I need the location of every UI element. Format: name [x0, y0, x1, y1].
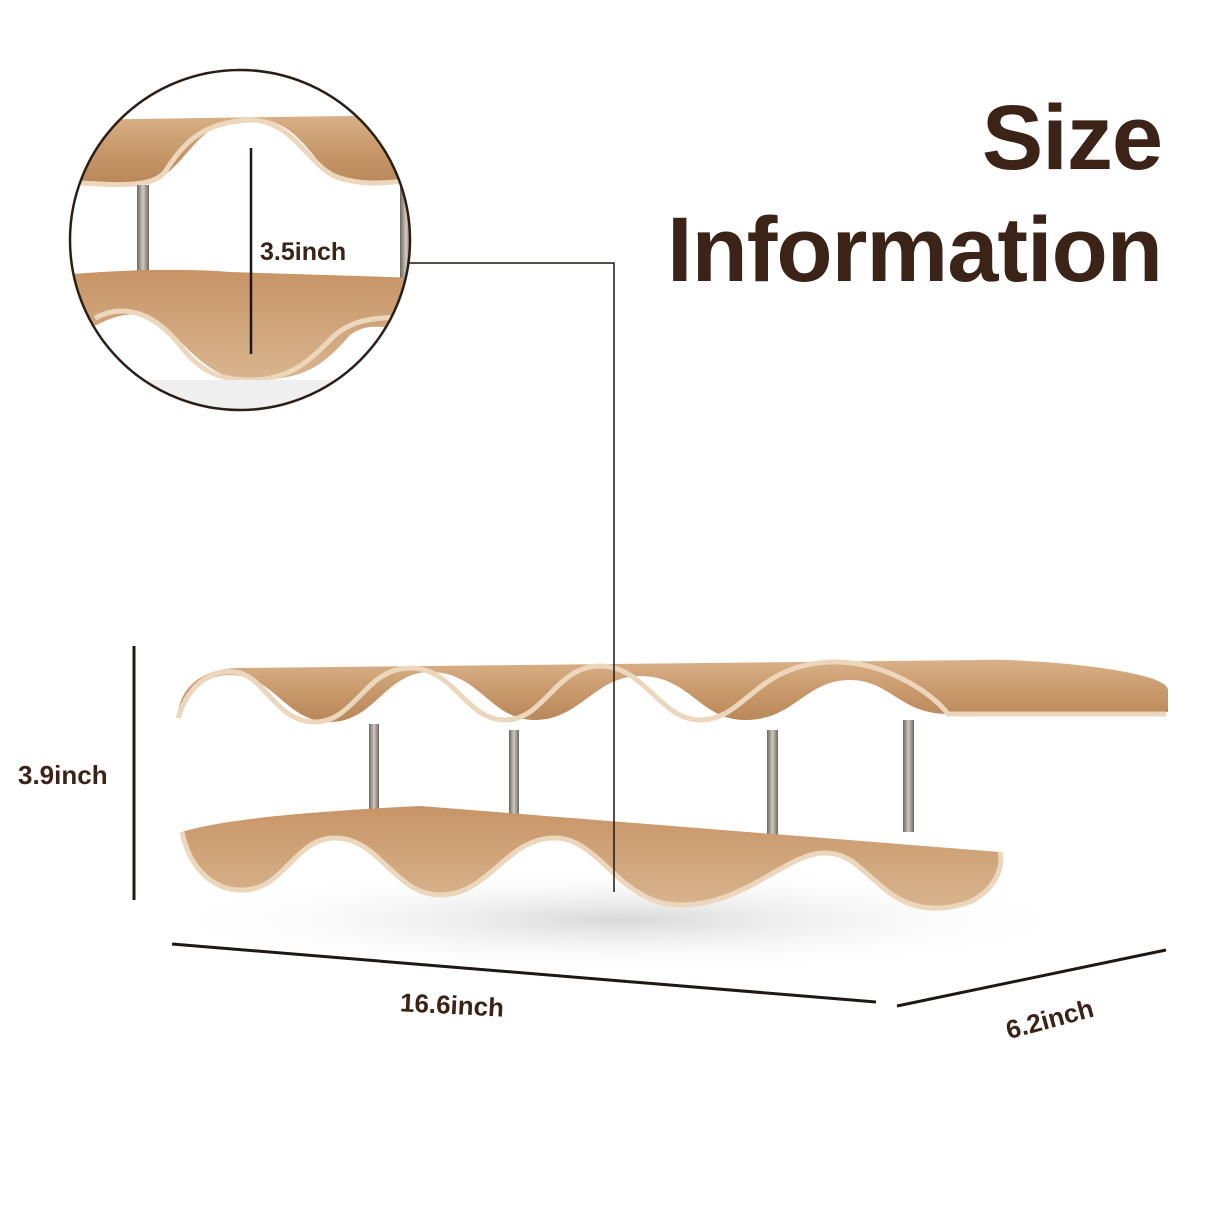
bottom-tier — [182, 806, 1001, 909]
callout-connector-line — [408, 262, 615, 892]
magnifier-ring — [68, 68, 412, 412]
floor-shadow — [150, 865, 1090, 975]
rod-2 — [509, 730, 519, 824]
top-tier-edge — [175, 659, 1166, 725]
wine-rack — [175, 659, 1168, 911]
rod-3 — [767, 730, 778, 846]
length-dimension-line — [171, 942, 877, 1004]
title-line-1: Size — [981, 87, 1163, 189]
page-title: Size Information — [667, 82, 1163, 306]
depth-dimension-line — [896, 948, 1167, 1008]
length-label: 16.6inch — [399, 987, 505, 1023]
gap-measurement-label: 3.5inch — [260, 238, 347, 266]
bottom-tier-edge — [179, 831, 1004, 911]
rod-1 — [369, 724, 379, 828]
top-tier-back — [178, 659, 1168, 722]
title-line-2: Information — [667, 199, 1163, 301]
detail-magnifier — [68, 68, 412, 412]
height-label: 3.9inch — [18, 760, 108, 790]
rod-4 — [903, 720, 914, 832]
